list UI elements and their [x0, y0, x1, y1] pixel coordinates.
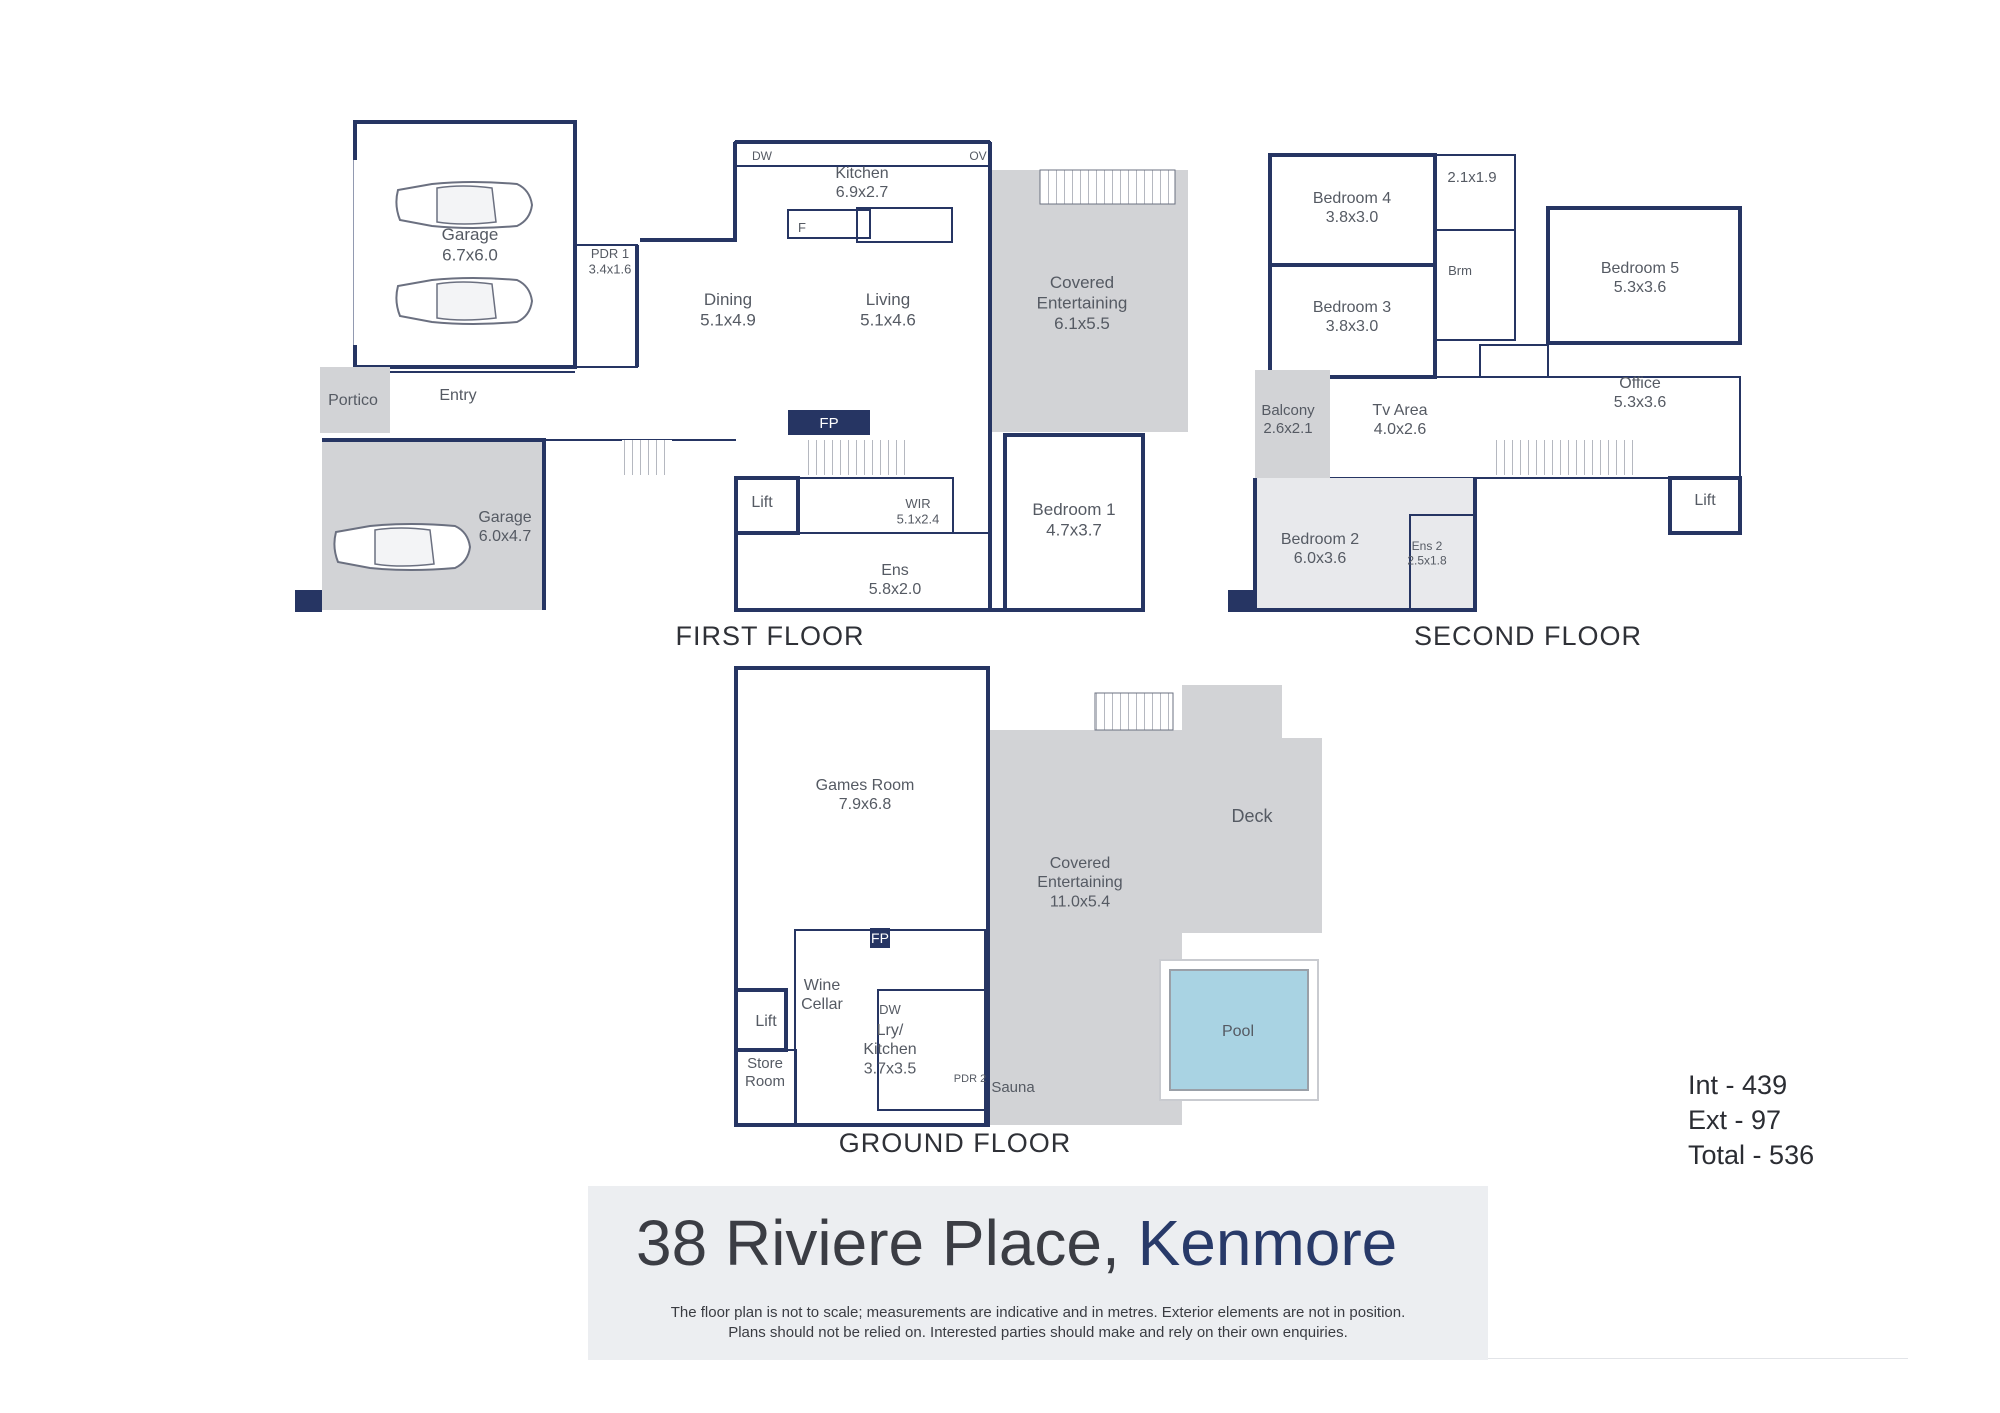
room-label-lift-2: Lift: [1694, 492, 1716, 509]
address-title: 38 Riviere Place, Kenmore: [636, 1206, 1397, 1280]
area-ext: Ext - 97: [1688, 1105, 1782, 1135]
first-floor: [295, 120, 1188, 612]
ground-floor: [734, 666, 1322, 1127]
address-suburb: Kenmore: [1137, 1207, 1398, 1279]
covered-entertaining-area: [990, 170, 1188, 432]
fixture-f-first: F: [798, 220, 806, 235]
address-street: 38 Riviere Place,: [636, 1207, 1120, 1279]
area-int: Int - 439: [1688, 1070, 1788, 1100]
balcony-area: [1255, 370, 1330, 478]
room-label-pdr-2: PDR 2: [954, 1073, 986, 1085]
room-label-brm: Brm: [1448, 263, 1472, 278]
area-total: Total - 536: [1688, 1140, 1815, 1170]
fixture-fp-ground: FP: [871, 930, 889, 946]
disclaimer-line-2: Plans should not be relied on. Intereste…: [728, 1324, 1348, 1341]
second-floor: [1228, 153, 1742, 612]
room-label-small-room: 2.1x1.9: [1447, 169, 1496, 186]
divider: [1488, 1358, 1908, 1359]
disclaimer-line-1: The floor plan is not to scale; measurem…: [670, 1304, 1406, 1321]
room-label-lift-3: Lift: [755, 1013, 777, 1030]
room-label-entry: Entry: [439, 387, 476, 404]
room-label-pool: Pool: [1222, 1023, 1254, 1040]
fixture-dw-first: DW: [752, 149, 773, 163]
store-room-area: [735, 1049, 797, 1126]
room-label-deck: Deck: [1231, 806, 1273, 826]
fixture-fp-first: FP: [819, 415, 838, 432]
room-label-sauna: Sauna: [991, 1079, 1035, 1096]
area-summary: Int - 439 Ext - 97 Total - 536: [1688, 1068, 1814, 1173]
second-floor-title: SECOND FLOOR: [1414, 621, 1642, 651]
fixture-dw-ground: DW: [879, 1002, 901, 1017]
bedroom-1-area: [1003, 433, 1145, 612]
fixture-ov-first: OV: [969, 149, 986, 163]
first-floor-title: FIRST FLOOR: [675, 621, 864, 651]
pool-area: [1169, 969, 1309, 1091]
covered-entertaining-2-area: [988, 730, 1182, 1125]
address-banner: 38 Riviere Place, Kenmore The floor plan…: [588, 1186, 1488, 1360]
room-label-portico: Portico: [328, 392, 378, 409]
portico-area: [320, 367, 390, 433]
ground-floor-title: GROUND FLOOR: [839, 1128, 1072, 1158]
room-label-lift-1: Lift: [751, 494, 773, 511]
lift-2-area: [1668, 476, 1742, 535]
